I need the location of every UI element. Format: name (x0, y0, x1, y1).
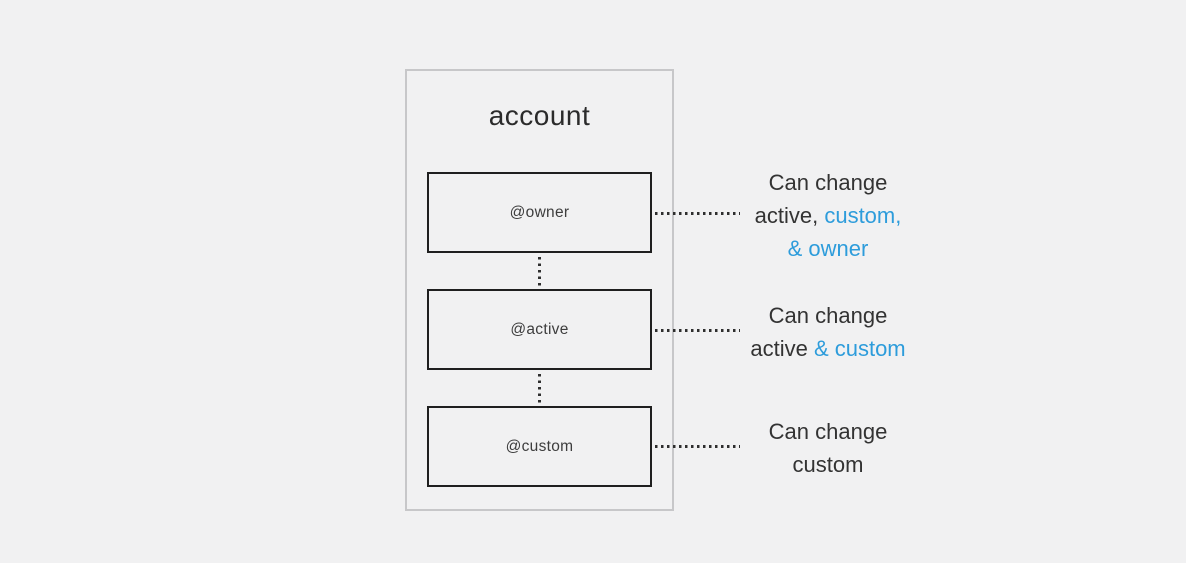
role-label-custom: @custom (505, 437, 574, 455)
annotation-text-segment: active (750, 336, 814, 361)
annotation-line: active, custom, (728, 199, 928, 232)
connector-owner-to-active (538, 257, 541, 286)
connector-owner-to-annotation (655, 212, 740, 215)
annotation-text-segment: Can change (768, 303, 888, 328)
annotation-line: active & custom (728, 332, 928, 365)
annotation-text-segment: custom (792, 452, 864, 477)
annotation-custom: Can change custom (728, 415, 928, 481)
role-box-owner: @owner (427, 172, 652, 253)
annotation-active: Can change active & custom (728, 299, 928, 365)
connector-active-to-custom (538, 374, 541, 403)
role-box-custom: @custom (427, 406, 652, 487)
annotation-text-segment: Can change (768, 419, 888, 444)
account-group-title: account (488, 100, 591, 131)
annotation-text-segment-highlight: & custom (813, 336, 906, 361)
role-label-owner: @owner (509, 203, 570, 221)
annotation-text-segment-highlight: & owner (787, 236, 869, 261)
role-label-active: @active (510, 320, 569, 338)
connector-custom-to-annotation (655, 445, 740, 448)
annotation-line: & owner (728, 232, 928, 265)
annotation-line: Can change (728, 166, 928, 199)
annotation-owner: Can change active, custom, & owner (728, 166, 928, 265)
annotation-text-segment: active, (754, 203, 825, 228)
annotation-text-segment: Can change (768, 170, 888, 195)
role-box-active: @active (427, 289, 652, 370)
annotation-text-segment-highlight: custom, (824, 203, 902, 228)
annotation-line: Can change (728, 299, 928, 332)
annotation-line: custom (728, 448, 928, 481)
annotation-line: Can change (728, 415, 928, 448)
connector-active-to-annotation (655, 329, 740, 332)
